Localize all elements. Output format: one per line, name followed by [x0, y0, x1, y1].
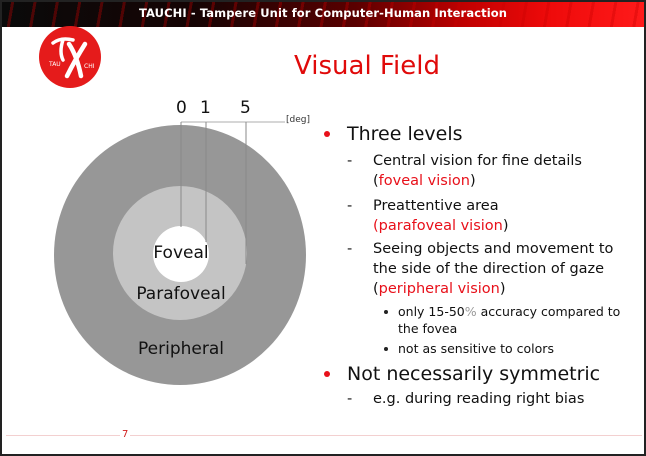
peripheral-label: Peripheral: [138, 339, 224, 359]
bullet-dot-icon: [384, 347, 388, 351]
foveal-circle: [153, 226, 209, 282]
header-title: TAUCHI - Tampere Unit for Computer-Human…: [138, 6, 508, 20]
foveal-label: Foveal: [153, 243, 209, 263]
sub-bullet-central: - Central vision for fine details (fovea…: [347, 153, 582, 189]
tauchi-logo-icon: TAU CHI: [39, 26, 101, 88]
visual-field-diagram: [54, 121, 306, 385]
scale-unit: [deg]: [286, 115, 310, 125]
scale-tick-1: 1: [200, 98, 211, 118]
sub-bullet-reading-bias: - e.g. during reading right bias: [347, 391, 585, 407]
header-bar: TAUCHI - Tampere Unit for Computer-Human…: [2, 2, 644, 27]
page-number: 7: [120, 429, 131, 440]
bullet-dot-icon: [384, 310, 388, 314]
sub-bullet-peripheral: - Seeing objects and movement to the sid…: [347, 241, 614, 297]
parafoveal-label: Parafoveal: [136, 284, 226, 304]
footer-divider: [6, 435, 642, 436]
slide-title: Visual Field: [294, 51, 440, 81]
scale-tick-0: 0: [176, 98, 187, 118]
scale-tick-5: 5: [240, 98, 251, 118]
sub-sub-bullet-colors: not as sensitive to colors: [384, 340, 644, 357]
sub-bullet-preattentive: - Preattentive area (parafoveal vision): [347, 198, 509, 234]
sub-sub-bullet-accuracy: only 15-50% accuracy compared to the fov…: [384, 303, 644, 337]
bullet-dot-icon: [324, 371, 330, 377]
logo-left-text: TAU: [48, 61, 61, 68]
logo-right-text: CHI: [84, 63, 95, 70]
bullet-dot-icon: [324, 131, 330, 137]
